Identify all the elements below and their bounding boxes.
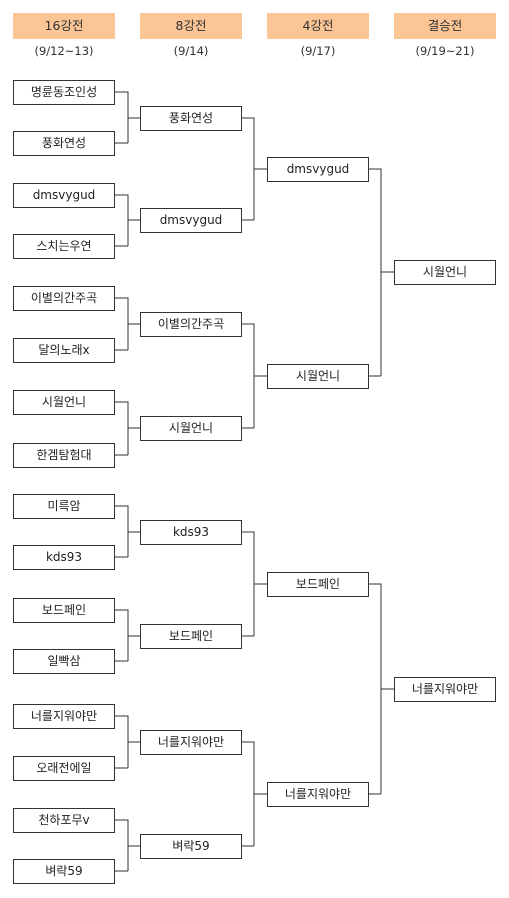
r16-player-6: 달의노래x — [13, 338, 115, 363]
round-date-r16: (9/12~13) — [34, 44, 94, 58]
qf-player-1: 풍화연성 — [140, 106, 242, 131]
round-header-qf: 8강전 — [140, 13, 242, 39]
round-header-r16: 16강전 — [13, 13, 115, 39]
r16-player-3: dmsvygud — [13, 183, 115, 208]
r16-player-10: kds93 — [13, 545, 115, 570]
r16-player-2: 풍화연성 — [13, 131, 115, 156]
r16-player-14: 오래전에일 — [13, 756, 115, 781]
r16-player-7: 시월언니 — [13, 390, 115, 415]
qf-player-4: 시월언니 — [140, 416, 242, 441]
r16-player-16: 벼락59 — [13, 859, 115, 884]
round-header-sf: 4강전 — [267, 13, 369, 39]
round-date-qf: (9/14) — [173, 44, 209, 58]
r16-player-12: 일빡삼 — [13, 649, 115, 674]
qf-player-8: 벼락59 — [140, 834, 242, 859]
r16-player-4: 스치는우연 — [13, 234, 115, 259]
qf-player-3: 이별의간주곡 — [140, 312, 242, 337]
sf-player-2: 시월언니 — [267, 364, 369, 389]
r16-player-11: 보드페인 — [13, 598, 115, 623]
r16-player-15: 천하포무v — [13, 808, 115, 833]
qf-player-6: 보드페인 — [140, 624, 242, 649]
sf-player-1: dmsvygud — [267, 157, 369, 182]
round-date-final: (9/19~21) — [415, 44, 475, 58]
sf-player-3: 보드페인 — [267, 572, 369, 597]
r16-player-1: 명륜동조인성 — [13, 80, 115, 105]
round-header-final: 결승전 — [394, 13, 496, 39]
final-player-1: 시월언니 — [394, 260, 496, 285]
r16-player-9: 미륵암 — [13, 494, 115, 519]
round-date-sf: (9/17) — [300, 44, 336, 58]
qf-player-7: 너를지워야만 — [140, 730, 242, 755]
r16-player-5: 이별의간주곡 — [13, 286, 115, 311]
qf-player-5: kds93 — [140, 520, 242, 545]
qf-player-2: dmsvygud — [140, 208, 242, 233]
final-player-2: 너를지워야만 — [394, 677, 496, 702]
r16-player-13: 너를지워야만 — [13, 704, 115, 729]
r16-player-8: 한겜탐험대 — [13, 443, 115, 468]
sf-player-4: 너를지워야만 — [267, 782, 369, 807]
